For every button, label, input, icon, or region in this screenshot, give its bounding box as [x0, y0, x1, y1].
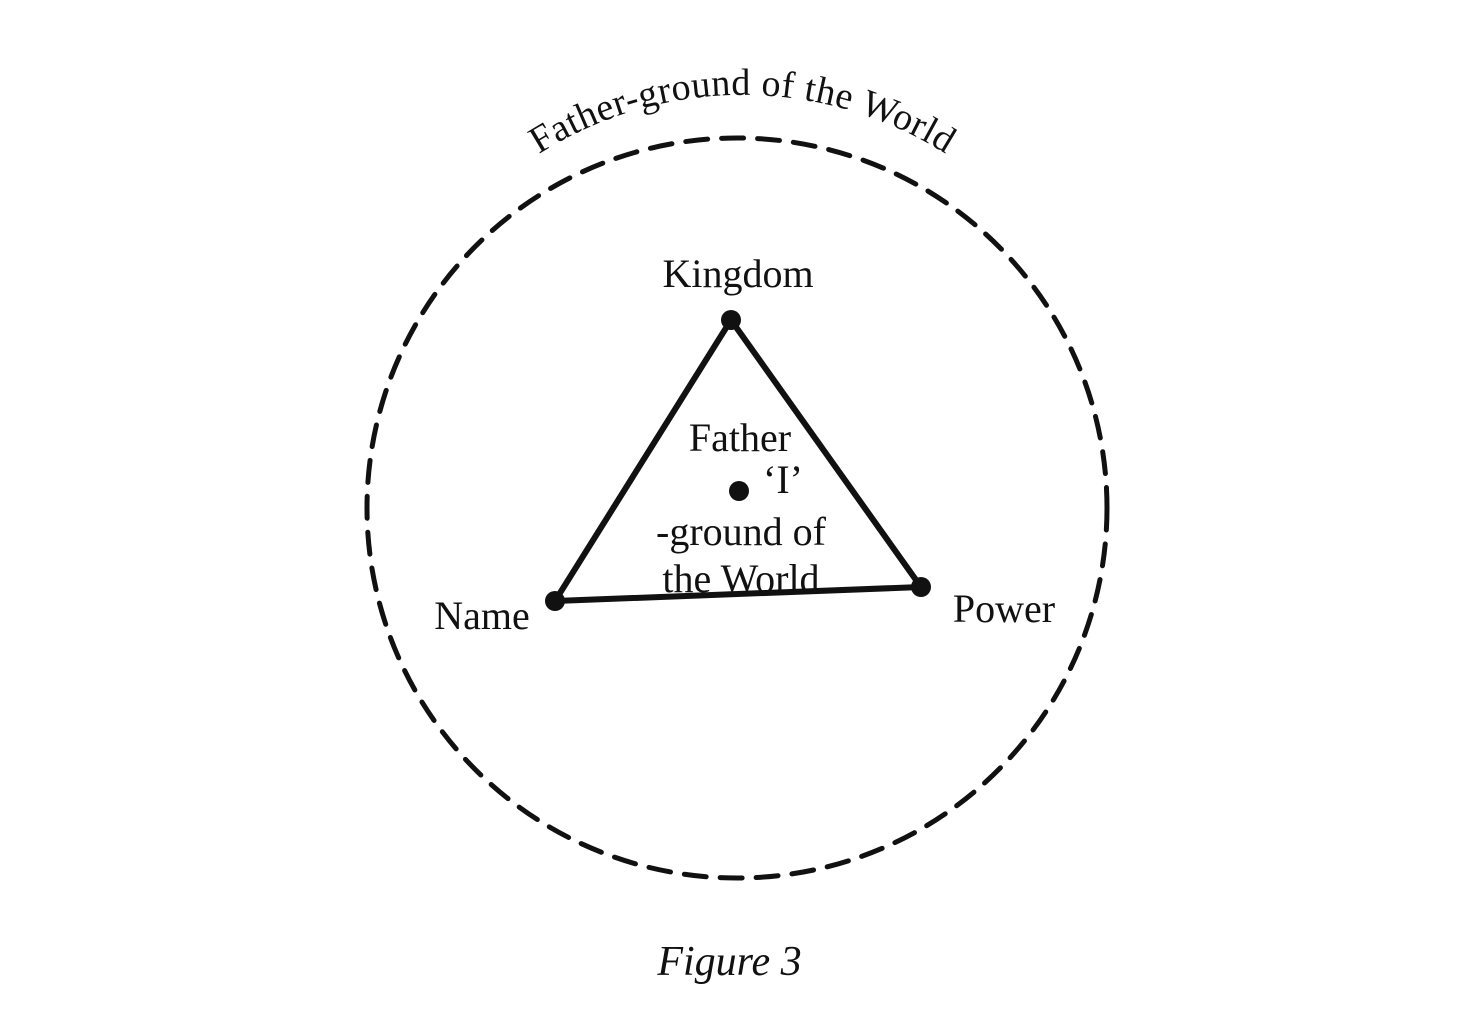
center-label-ground-of: -ground of	[656, 509, 827, 554]
center-dot	[729, 481, 749, 501]
vertex-dot-kingdom	[721, 310, 741, 330]
triangle	[552, 317, 924, 604]
center-label-father: Father	[689, 415, 791, 460]
vertex-label-power: Power	[953, 586, 1055, 631]
vertex-label-name: Name	[434, 593, 530, 638]
vertex-dot-power	[911, 577, 931, 597]
outer-circle-label-path: Father-ground of the World	[522, 62, 963, 162]
outer-dashed-circle	[364, 135, 1110, 881]
vertex-label-kingdom: Kingdom	[662, 251, 813, 296]
outer-circle-label: Father-ground of the World	[522, 62, 963, 162]
vertex-dot-name	[545, 591, 565, 611]
center-label-i: ‘I’	[763, 457, 803, 502]
figure-caption: Figure 3	[657, 939, 802, 985]
center-label-the-world: the World	[662, 556, 819, 601]
